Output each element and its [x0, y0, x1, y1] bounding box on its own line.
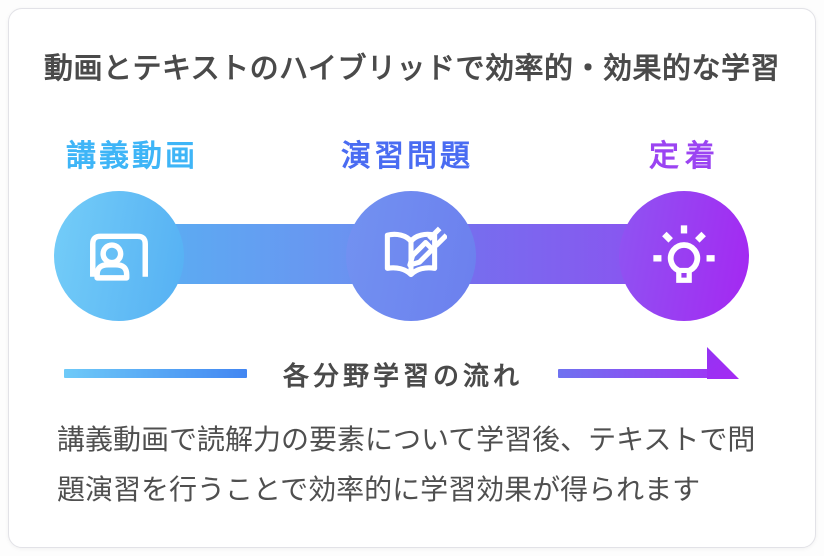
lecture-video-icon	[84, 221, 154, 291]
description-line-1: 講義動画で読解力の要素について学習後、テキストで問	[57, 424, 756, 455]
info-card: 動画とテキストのハイブリッドで効率的・効果的な学習 講義動画 演習問題 定着	[8, 8, 816, 548]
step-circle-retention	[619, 191, 749, 321]
flow-arrow-label: 各分野学習の流れ	[282, 361, 524, 391]
step-circle-lecture-video	[54, 191, 184, 321]
step-label-retention: 定着	[649, 140, 721, 173]
description-text: 講義動画で読解力の要素について学習後、テキストで問 題演習を行うことで効率的に学…	[57, 415, 785, 515]
step-label-practice-problems: 演習問題	[341, 140, 473, 173]
description-line-2: 題演習を行うことで効率的に学習効果が得られます	[57, 474, 701, 505]
flow-arrow-right-segment	[558, 369, 708, 378]
lightbulb-icon	[647, 219, 721, 293]
page-title: 動画とテキストのハイブリッドで効率的・効果的な学習	[43, 53, 781, 85]
flow-arrow-head	[707, 347, 739, 379]
step-circle-practice-problems	[346, 191, 476, 321]
step-label-lecture-video: 講義動画	[66, 140, 198, 173]
flow-arrow-left-segment	[64, 369, 247, 378]
book-pencil-icon	[375, 220, 447, 292]
